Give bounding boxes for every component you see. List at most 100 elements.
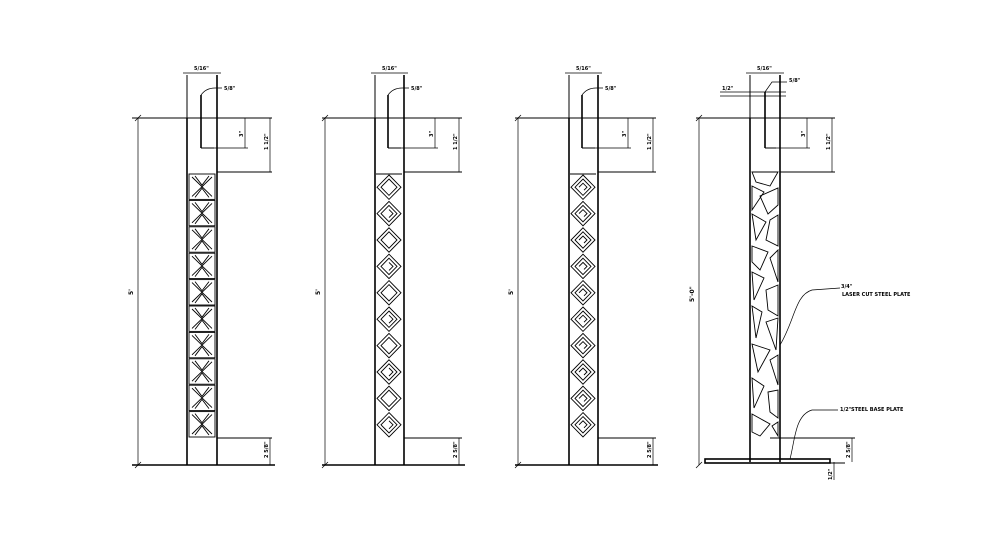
panel-3-spiral-lattice-pattern — [570, 173, 596, 438]
lattice-diamond-inner — [574, 204, 592, 223]
lattice-diamond — [570, 385, 596, 412]
lattice-diamond-inner — [380, 310, 398, 329]
lattice-cell — [188, 411, 216, 438]
panel-2-slot-total-label: 1 1/2" — [453, 133, 459, 150]
lattice-diamond-inner — [380, 257, 398, 276]
lattice-diamond — [570, 332, 596, 359]
lattice-cross-inner — [194, 360, 210, 383]
lattice-diamond-inner — [380, 231, 398, 249]
panel-3-height-label: 5' — [508, 289, 515, 295]
panel-4-random-shards: 5'-0" 5/16" 1/2" 5/8" 3" 1 1/2" 2 5/8" 1… — [689, 66, 911, 480]
lattice-cross — [191, 282, 213, 303]
lattice-cross-inner — [194, 228, 210, 251]
lattice-cross — [191, 361, 213, 382]
lattice-diamond-inner — [380, 178, 398, 197]
lattice-diamond — [570, 200, 596, 227]
lattice-diamond — [570, 253, 596, 280]
lattice-diamond-inner — [574, 389, 592, 408]
lattice-diamond-inner — [574, 336, 592, 355]
panel-4-pin-label: 5/8" — [789, 78, 801, 84]
laser-cut-shard — [767, 389, 779, 419]
lattice-diamond-inner — [574, 363, 592, 381]
lattice-diamond-inner — [380, 415, 398, 434]
panel-4-cap-label: 1/2" — [722, 86, 734, 92]
lattice-cell — [188, 279, 216, 306]
panel-4-plate-dim-label: 3/4" — [841, 284, 853, 290]
lattice-diamond-inner — [380, 204, 398, 223]
panel-1-base-label: 2 5/8" — [264, 441, 270, 458]
lattice-diamond-inner — [574, 178, 592, 197]
panel-1-x-lattice-pattern — [188, 173, 216, 438]
lattice-diamond — [570, 306, 596, 333]
lattice-diamond — [570, 227, 596, 253]
lattice-cross-inner — [194, 281, 210, 304]
lattice-diamond — [376, 174, 402, 201]
lattice-cross — [191, 203, 213, 224]
laser-cut-shard — [751, 171, 779, 187]
panel-2-height-label: 5' — [315, 289, 322, 295]
lattice-cell — [188, 252, 216, 280]
lattice-diamond — [376, 359, 402, 385]
panel-4-top-width-label: 5/16" — [757, 66, 772, 72]
lattice-cross-inner — [194, 413, 210, 436]
lattice-cell — [188, 199, 216, 227]
lattice-diamond — [376, 385, 402, 412]
lattice-diamond-inner — [380, 283, 398, 302]
lattice-diamond-inner — [380, 389, 398, 408]
laser-cut-shard — [765, 284, 779, 317]
lattice-diamond-inner — [574, 310, 592, 329]
lattice-hook — [388, 262, 394, 271]
lattice-cross-inner — [194, 307, 210, 330]
lattice-cross-inner — [194, 175, 210, 198]
lattice-spiral — [578, 340, 588, 349]
lattice-spiral — [578, 420, 588, 429]
laser-cut-shard — [751, 413, 771, 437]
panel-4-slot-label: 3" — [801, 131, 807, 137]
panel-1-slot-total-label: 1 1/2" — [264, 133, 270, 150]
laser-cut-shard — [771, 421, 779, 438]
panel-1-x-lattice: 5' 5/16" 5/8" 3" 1 1/2" 2 5/8" — [128, 66, 275, 469]
panel-3-pin-label: 5/8" — [605, 86, 617, 92]
panel-4-plate-callout: LASER CUT STEEL PLATE — [842, 292, 911, 298]
lattice-hook — [388, 367, 394, 377]
panel-2-diamond-lattice-pattern — [376, 173, 402, 438]
lattice-hook — [388, 420, 394, 430]
laser-cut-shard — [765, 317, 779, 351]
laser-cut-shard — [751, 305, 763, 339]
panel-2-base-label: 2 5/8" — [453, 441, 459, 458]
lattice-hook — [388, 209, 394, 218]
lattice-cross-inner — [194, 386, 210, 409]
lattice-diamond-inner — [380, 336, 398, 355]
lattice-diamond — [570, 174, 596, 201]
panel-3-top-width-label: 5/16" — [576, 66, 591, 72]
panel-4-slot-total-label: 1 1/2" — [826, 133, 832, 150]
panel-1-pin-label: 5/8" — [224, 86, 236, 92]
lattice-diamond — [376, 306, 402, 333]
lattice-diamond — [376, 253, 402, 280]
laser-cut-shard — [751, 343, 771, 374]
laser-cut-shard — [759, 187, 779, 215]
laser-cut-shard — [765, 214, 779, 247]
lattice-cell — [188, 331, 216, 359]
lattice-diamond — [376, 411, 402, 438]
lattice-diamond-inner — [574, 415, 592, 434]
lattice-spiral — [578, 314, 588, 323]
lattice-hook — [388, 314, 394, 324]
lattice-diamond-inner — [380, 363, 398, 381]
panel-1-height-label: 5' — [128, 289, 135, 295]
panel-2-pin-label: 5/8" — [411, 86, 423, 92]
lattice-cell — [188, 358, 216, 385]
lattice-cross-inner — [194, 202, 210, 225]
panel-1-slot-label: 3" — [239, 131, 245, 137]
lattice-diamond — [376, 332, 402, 359]
panel-3-spiral-lattice: 5' 5/16" 5/8" 3" 1 1/2" 2 5/8" — [508, 66, 658, 469]
lattice-spiral — [578, 182, 588, 191]
lattice-cell — [188, 384, 216, 412]
panel-4-shard-pattern — [751, 171, 779, 438]
panel-1-top-width-label: 5/16" — [194, 66, 209, 72]
lattice-cross — [191, 387, 213, 408]
panel-3-base-label: 2 5/8" — [647, 441, 653, 458]
panel-4-height-label: 5'-0" — [689, 286, 696, 302]
lattice-cross-inner — [194, 254, 210, 277]
